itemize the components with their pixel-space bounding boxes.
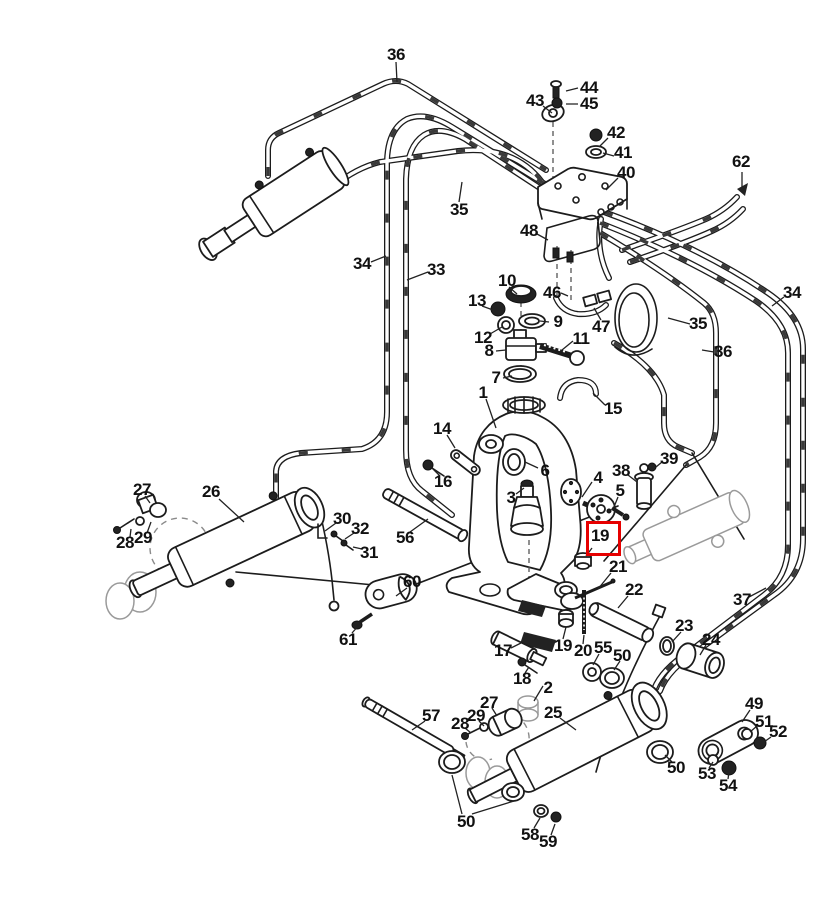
bushing-19-bottom (558, 609, 574, 628)
bolt-28-bottom (461, 727, 481, 740)
screw-32 (330, 530, 344, 542)
clip-30 (317, 523, 328, 539)
washer-29-bottom (479, 722, 489, 732)
rods-and-clamp (351, 488, 469, 762)
fitting-47a (582, 293, 598, 308)
ghost-cylinder (623, 489, 751, 565)
nut-52 (753, 736, 767, 750)
elbow-fitting (651, 603, 667, 619)
end-cap-27-left (136, 491, 167, 518)
vent-cluster (490, 284, 599, 401)
clamp-60 (364, 573, 418, 610)
fitting-47b (596, 289, 612, 304)
washer-53 (707, 754, 719, 766)
coiled-hose (614, 283, 658, 356)
hatched-pin (518, 600, 546, 617)
bolt-39 (647, 462, 657, 472)
fitting-8 (505, 329, 547, 361)
bolt-28-left (113, 518, 135, 534)
top-left-cylinder (198, 146, 350, 261)
mount-boss (560, 478, 582, 506)
stud-46a (552, 247, 560, 259)
washer-51 (741, 728, 753, 740)
stud-46b (566, 251, 574, 263)
strap-14 (450, 449, 481, 476)
grease-fitting-3 (510, 479, 544, 536)
leader-lines (129, 61, 785, 836)
screw-18 (517, 657, 538, 674)
nut-59 (550, 811, 562, 823)
fitting-38 (634, 463, 654, 510)
manifold-assembly (537, 80, 628, 308)
gasket (543, 214, 601, 263)
washer-29-left (135, 516, 145, 526)
cup-2 (517, 695, 539, 722)
anchor-pin-22 (588, 602, 655, 643)
nut-42 (589, 128, 603, 142)
bolt-16 (422, 459, 434, 471)
trim-cylinder-26 (105, 486, 354, 620)
bolt-61 (351, 612, 373, 630)
swivel-neck (502, 396, 546, 414)
bushing-24 (675, 642, 725, 679)
trim-cylinder-25 (438, 681, 668, 823)
screw-31 (340, 539, 354, 551)
bolt-5 (610, 506, 630, 521)
cylinder-anchor-dot (225, 578, 235, 588)
nut-45 (551, 97, 563, 109)
gimbal-hardware (422, 449, 725, 722)
bolt-11 (539, 343, 585, 366)
pin-21 (574, 578, 616, 600)
rod-56 (382, 488, 469, 543)
arrow-62 (737, 172, 748, 196)
link-assembly-49 (646, 719, 767, 776)
cable-eye (328, 600, 340, 612)
hatched-pin-lower (520, 632, 556, 652)
hose-clip-15 (557, 377, 599, 401)
gimbal-bracket (445, 396, 584, 652)
nut-13 (490, 301, 506, 317)
highlight-box (586, 521, 621, 556)
flange-4 (581, 494, 616, 524)
end-cap-27-bottom (487, 707, 523, 737)
manifold-body (537, 166, 628, 221)
hose-network (268, 81, 803, 763)
